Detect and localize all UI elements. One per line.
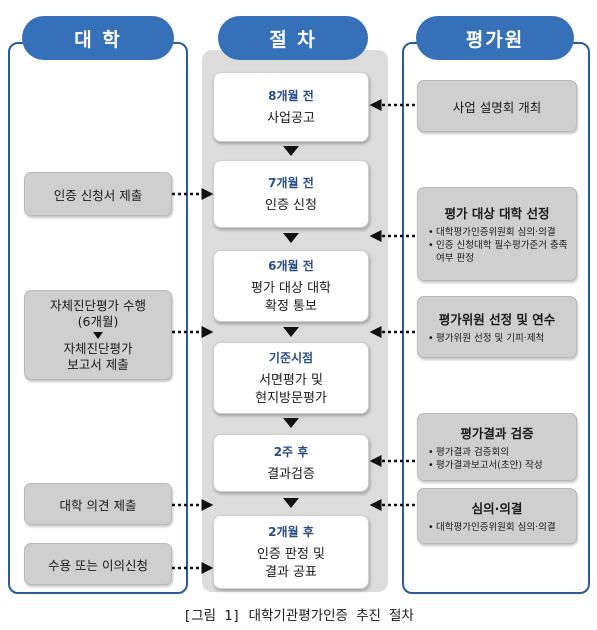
box-title: 평가위원 선정 및 연수 [438, 312, 556, 327]
procedure-header: 절 차 [218, 16, 368, 60]
box-bullets: 평가위원 선정 및 기피·제척 [424, 332, 570, 345]
acceptance-box: 수용 또는 이의신청 [24, 543, 172, 585]
step-timing: 2주 후 [273, 444, 309, 459]
box-title: 심의·의결 [471, 501, 523, 516]
flow-down-arrow [283, 146, 299, 156]
step-timing: 2개월 후 [268, 524, 314, 539]
box-title: 평가결과 검증 [460, 425, 534, 441]
step-label: 사업공고 [267, 110, 315, 126]
box-label: 수용 또는 이의신청 [48, 557, 148, 573]
bullet-item: 평가위원 선정 및 기피·제척 [428, 332, 570, 345]
box-label: 사업 설명회 개최 [452, 99, 542, 115]
step-result: 2개월 후 인증 판정 및 결과 공표 [213, 515, 369, 589]
step-evaluation: 기준시점 서면평가 및 현지방문평가 [213, 342, 369, 414]
box-bullets: 평가결과 검증회의 평가결과보고서(초안) 작성 [424, 446, 570, 472]
bullet-item: 대학평가인증위원회 심의·의결 [428, 226, 570, 239]
box-label: 인증 신청서 제출 [53, 187, 143, 203]
bullet-item: 대학평가인증위원회 심의·의결 [428, 521, 570, 534]
down-arrow-icon [93, 331, 103, 339]
self-evaluation-box: 자체진단평가 수행 (6개월) 자체진단평가 보고서 제출 [24, 290, 172, 380]
step-timing: 6개월 전 [268, 258, 314, 273]
step-label: 인증 신청 [265, 197, 317, 213]
university-header: 대 학 [22, 16, 174, 60]
step-application: 7개월 전 인증 신청 [213, 160, 369, 228]
agency-header: 평가원 [416, 16, 574, 60]
box-label: 자체진단평가 보고서 제출 [63, 340, 133, 372]
box-label: 자체진단평가 수행 (6개월) [50, 297, 146, 329]
figure-caption: [그림 1] 대학기관평가인증 추진 절차 [183, 608, 414, 624]
box-bullets: 대학평가인증위원회 심의·의결 [424, 521, 570, 534]
step-verification: 2주 후 결과검증 [213, 434, 369, 492]
evaluators-box: 평가위원 선정 및 연수 평가위원 선정 및 기피·제척 [417, 296, 577, 358]
verification-box: 평가결과 검증 평가결과 검증회의 평가결과보고서(초안) 작성 [417, 413, 577, 481]
opinion-submit-box: 대학 의견 제출 [24, 483, 172, 525]
bullet-item: 평가결과 검증회의 [428, 446, 570, 459]
flow-down-arrow [283, 233, 299, 243]
submit-application-box: 인증 신청서 제출 [24, 172, 172, 216]
briefing-box: 사업 설명회 개최 [417, 80, 577, 132]
select-target-box: 평가 대상 대학 선정 대학평가인증위원회 심의·의결 인증 신청대학 필수평가… [417, 187, 577, 281]
step-label: 결과검증 [267, 466, 315, 482]
box-title: 평가 대상 대학 선정 [444, 206, 550, 221]
step-timing: 기준시점 [268, 350, 314, 365]
flow-down-arrow [283, 327, 299, 337]
step-timing: 8개월 전 [268, 88, 314, 103]
step-target-notice: 6개월 전 평가 대상 대학 확정 통보 [213, 250, 369, 322]
flow-down-arrow [283, 418, 299, 428]
step-timing: 7개월 전 [268, 175, 314, 190]
step-label: 서면평가 및 현지방문평가 [255, 372, 327, 406]
box-label: 대학 의견 제출 [59, 497, 137, 513]
deliberation-box: 심의·의결 대학평가인증위원회 심의·의결 [417, 488, 577, 544]
step-label: 평가 대상 대학 확정 통보 [250, 280, 332, 314]
bullet-item: 평가결과보고서(초안) 작성 [428, 459, 570, 472]
box-bullets: 대학평가인증위원회 심의·의결 인증 신청대학 필수평가준거 충족 여부 판정 [424, 226, 570, 265]
flow-down-arrow [283, 498, 299, 508]
step-announcement: 8개월 전 사업공고 [213, 72, 369, 142]
step-label: 인증 판정 및 결과 공표 [256, 546, 326, 580]
bullet-item: 인증 신청대학 필수평가준거 충족 여부 판정 [428, 239, 570, 265]
